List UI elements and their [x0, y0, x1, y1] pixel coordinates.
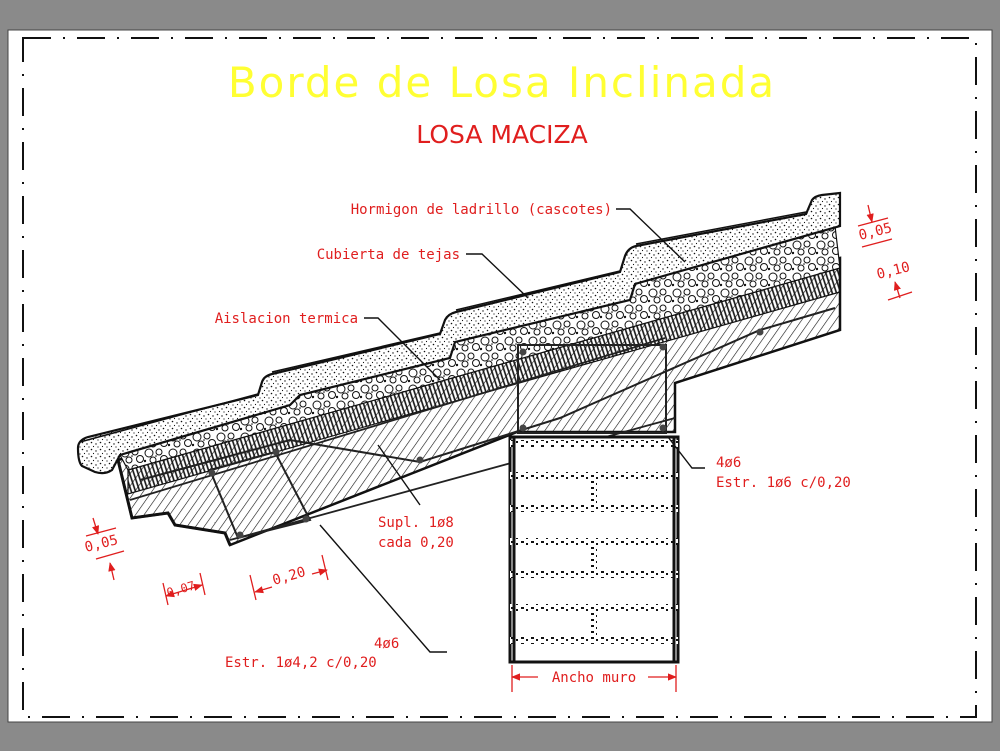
- wall-stirrup: [517, 344, 667, 434]
- label-cubierta: Cubierta de tejas: [317, 247, 460, 263]
- brick-wall: [508, 435, 680, 664]
- dim-wall-width: Ancho muro: [552, 670, 636, 686]
- supplementary-rebar: [139, 307, 836, 481]
- dimension-texts: 0,05 0,10 0,05 0,07 0,20 Ancho muro: [83, 220, 912, 686]
- label-wall-bars: 4ø6: [716, 455, 741, 471]
- dim-top-thickness: 0,05: [857, 220, 894, 244]
- label-slab-bars: 4ø6: [374, 636, 399, 652]
- label-slab-stirrups: Estr. 1ø4,2 c/0,20: [225, 655, 377, 671]
- dimension-lines: [85, 204, 913, 692]
- label-aislacion: Aislacion termica: [215, 311, 358, 327]
- dim-left-thickness: 0,05: [83, 532, 120, 556]
- drawing-title: Borde de Losa Inclinada: [228, 58, 776, 107]
- slab-stirrup: [208, 450, 312, 540]
- roof-tiles-layer: [76, 191, 842, 475]
- label-supl: Supl. 1ø8: [378, 515, 454, 531]
- label-supl-spacing: cada 0,20: [378, 535, 454, 551]
- label-hormigon: Hormigon de ladrillo (cascotes): [351, 202, 612, 218]
- drawing-subtitle: LOSA MACIZA: [416, 120, 587, 149]
- label-wall-stirrups: Estr. 1ø6 c/0,20: [716, 475, 851, 491]
- leader-lines: [319, 208, 705, 653]
- annotations: Hormigon de ladrillo (cascotes) Cubierta…: [215, 202, 851, 671]
- sheet-border: [22, 37, 977, 718]
- slab-section: [76, 191, 842, 547]
- dim-top-depth: 0,10: [875, 259, 912, 283]
